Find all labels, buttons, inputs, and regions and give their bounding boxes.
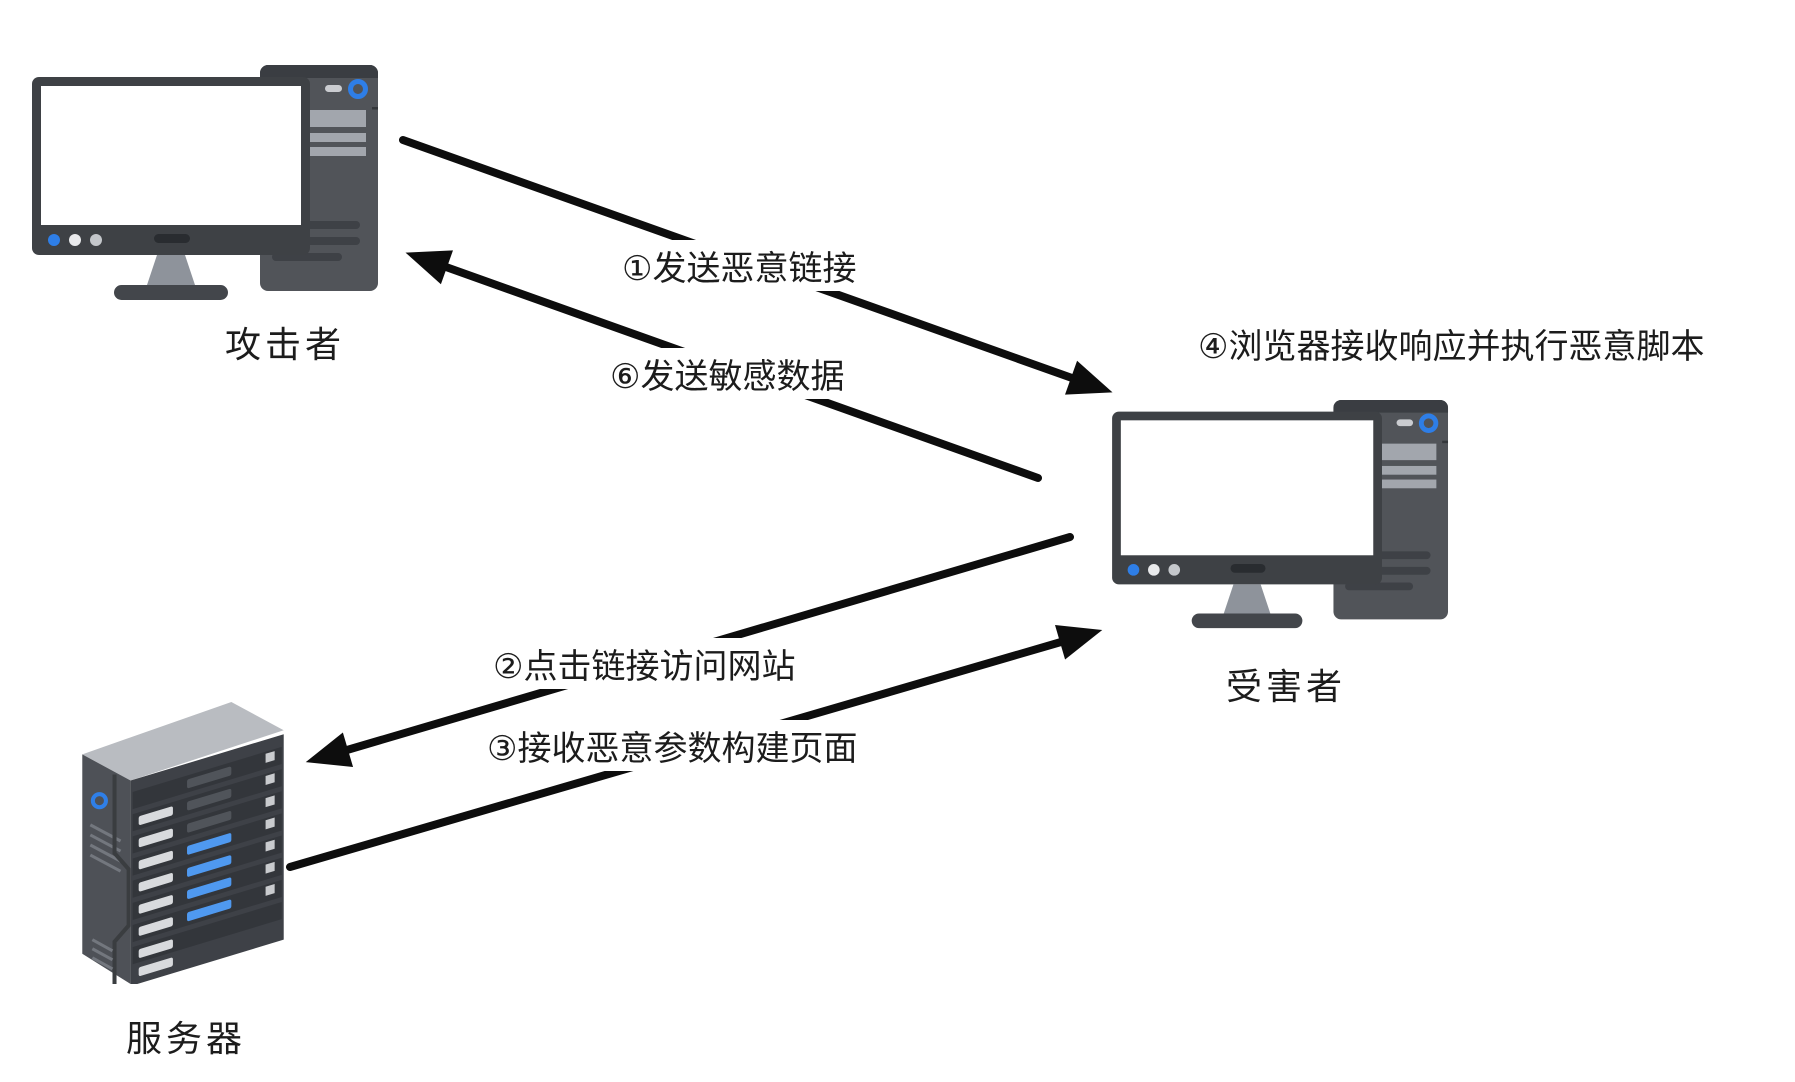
step4-annotation: ④浏览器接收响应并执行恶意脚本 — [1194, 318, 1709, 369]
server-icon — [82, 702, 284, 984]
step6-label: ⑥发送敏感数据 — [606, 348, 849, 399]
attacker-computer-icon — [32, 63, 382, 303]
victim-label: 受害者 — [1226, 666, 1347, 707]
attacker-label: 攻击者 — [225, 324, 346, 365]
step2-label: ②点击链接访问网站 — [489, 638, 800, 689]
server-label: 服务器 — [126, 1018, 247, 1059]
step1-label: ①发送恶意链接 — [618, 240, 861, 291]
step3-label: ③接收恶意参数构建页面 — [483, 720, 862, 771]
victim-computer-icon — [1112, 398, 1452, 631]
